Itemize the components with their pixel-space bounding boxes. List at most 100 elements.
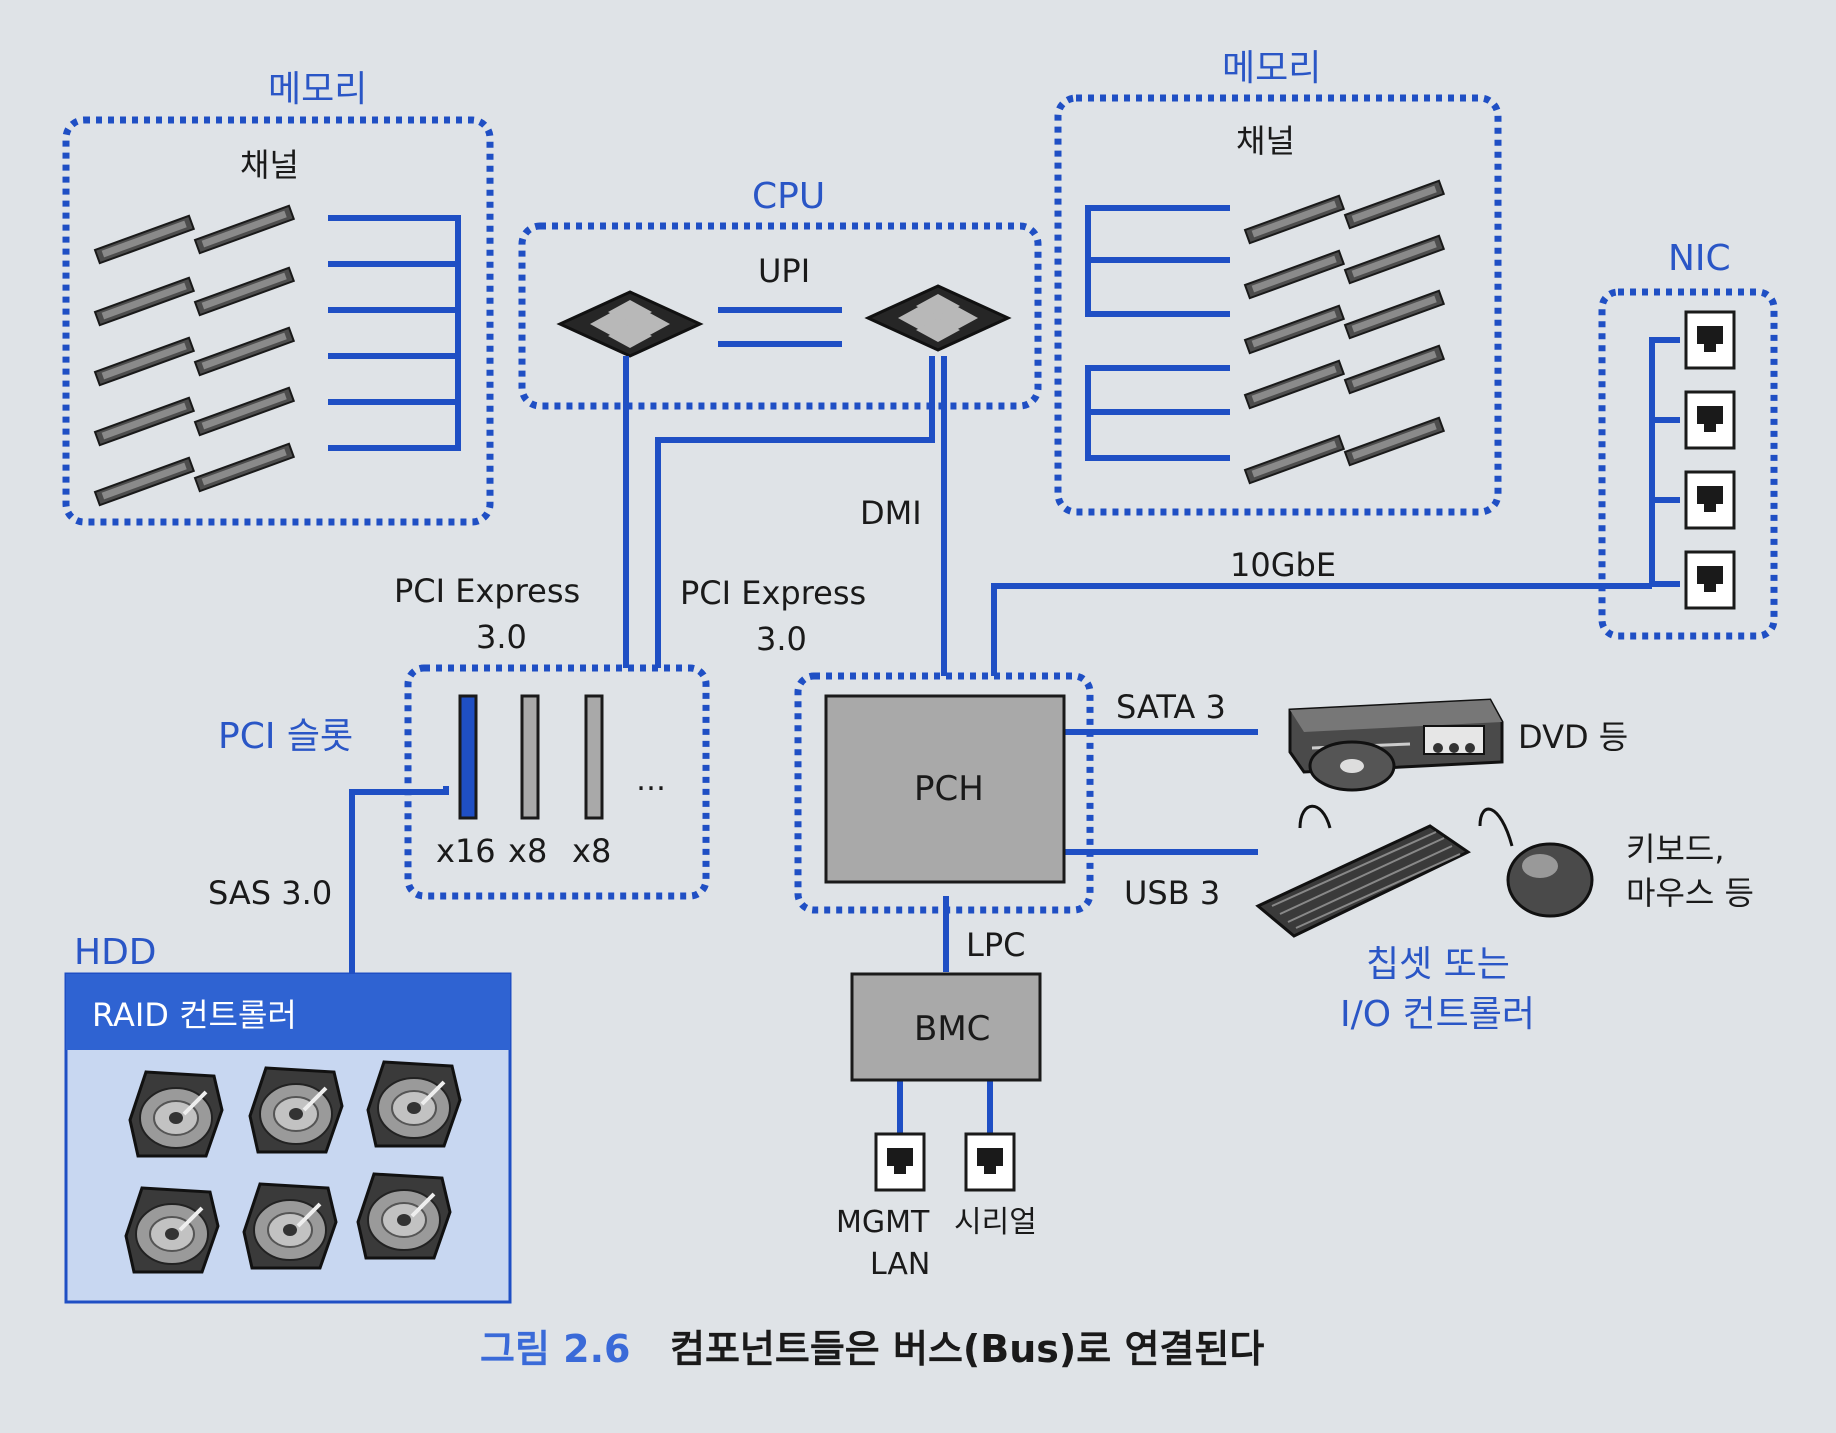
lpc-label: LPC [966,926,1025,964]
pch-group: PCH [794,672,1094,914]
dimm-icon [194,386,295,437]
pcie-left-label-line2: 3.0 [476,618,527,656]
memory-left-channel-label: 채널 [240,146,299,184]
cpu-chip-left-icon [558,290,702,358]
hard-disk-icon [242,1182,338,1270]
figure-caption: 그림 2.6 컴포넌트들은 버스(Bus)로 연결된다 [480,1327,1264,1371]
nic-bus-line [1649,337,1680,587]
chipset-frame [794,672,1094,914]
pcie-right-link [655,356,935,668]
mgmt-label-line2: LAN [870,1247,930,1282]
dimm-icon [94,336,195,387]
nic-port-icon [1684,390,1736,450]
dimm-icon [1344,344,1445,395]
nic-group: NIC [1598,238,1778,640]
pci-slots-frame [404,664,710,900]
pcie-right-label-line1: PCI Express [680,574,866,612]
pci-slots-title: PCI 슬롯 [218,716,353,757]
memory-right-title: 메모리 [1222,48,1321,89]
bus-lines [349,356,1652,1134]
keyboard-icon [1255,804,1471,938]
dvd-label: DVD 등 [1518,718,1628,756]
sas-label: SAS 3.0 [208,874,332,912]
dimm-icon [94,276,195,327]
memory-left-title: 메모리 [268,69,367,110]
mouse-icon [1478,807,1594,918]
serial-port-icon [964,1132,1016,1192]
memory-right-dimms [1244,179,1445,485]
keyboard-label-line2: 마우스 등 [1626,874,1754,912]
dimm-icon [94,396,195,447]
memory-right-channel-lines [1085,205,1230,461]
pch-label: PCH [914,769,984,809]
mgmt-label-line1: MGMT [836,1205,930,1240]
chipset-label-line1: 칩셋 또는 [1366,944,1510,985]
dimm-icon [1344,416,1445,467]
raid-controller-header [66,974,510,1050]
dvd-group: DVD 등 [1288,698,1628,792]
hard-disk-icon [128,1070,224,1158]
upi-label: UPI [758,252,810,290]
bmc-group: BMC MGMT LAN 시리얼 [836,972,1042,1282]
cpu-group: CPU UPI [518,176,1042,410]
cpu-frame [518,222,1042,410]
nic-port-icon [1684,310,1736,370]
memory-left-group: 메모리 채널 [62,69,494,526]
cpu-title: CPU [752,176,825,217]
keyboard-label-line1: 키보드, [1626,830,1725,868]
memory-left-frame [62,116,494,526]
caption-text: 컴포넌트들은 버스(Bus)로 연결된다 [670,1327,1264,1371]
dimm-icon [194,266,295,317]
dimm-icon [194,204,295,255]
dvd-drive-icon [1288,698,1504,792]
pch-chip [824,694,1066,884]
caption-number: 그림 2.6 [480,1327,630,1371]
nic-port-icon [1684,470,1736,530]
raid-controller-label: RAID 컨트롤러 [92,996,297,1034]
hard-disk-icon [356,1172,452,1260]
hard-disk-icon [248,1066,344,1154]
sata-label: SATA 3 [1116,688,1226,726]
tengbe-label: 10GbE [1230,546,1336,584]
hard-disk-icon [124,1186,220,1274]
hdd-group: HDD RAID 컨트롤러 [64,932,512,1304]
pci-slot-x8-second [584,694,604,820]
pci-slot-x8-first [520,694,540,820]
dimm-icon [1244,359,1345,410]
cpu-chip-right-icon [866,284,1010,352]
dimm-icon [1344,179,1445,230]
dimm-icon [94,214,195,265]
memory-right-group: 메모리 채널 [1054,48,1502,516]
mgmt-lan-port-icon [874,1132,926,1192]
pci-slots-more: … [636,763,666,798]
hard-disk-icon [366,1060,462,1148]
pci-slot-label-x8-first: x8 [508,832,547,870]
dimm-icon [1244,304,1345,355]
dmi-label: DMI [860,494,922,532]
serial-label: 시리얼 [954,1205,1037,1240]
memory-left-channel-lines [328,215,461,451]
dimm-icon [194,442,295,493]
pcie-right-label-line2: 3.0 [756,620,807,658]
pci-slot-label-x16: x16 [436,832,496,870]
pci-slot-label-x8-second: x8 [572,832,611,870]
memory-right-channel-label: 채널 [1236,122,1295,160]
dimm-icon [94,456,195,507]
bmc-label: BMC [914,1009,990,1049]
bmc-chip [850,972,1042,1082]
nic-title: NIC [1668,238,1731,279]
usb-label: USB 3 [1124,874,1220,912]
dimm-icon [1344,234,1445,285]
dimm-icon [194,326,295,377]
dimm-icon [1244,434,1345,485]
nic-port-icon [1684,550,1736,610]
dimm-icon [1344,289,1445,340]
pci-slot-x16 [458,694,478,820]
sas-link [349,786,449,974]
pcie-left-label-line1: PCI Express [394,572,580,610]
dimm-icon [1244,194,1345,245]
tengbe-link [991,583,1652,676]
keyboard-mouse-group: 키보드, 마우스 등 [1255,804,1754,938]
chipset-label-line2: I/O 컨트롤러 [1340,994,1535,1035]
